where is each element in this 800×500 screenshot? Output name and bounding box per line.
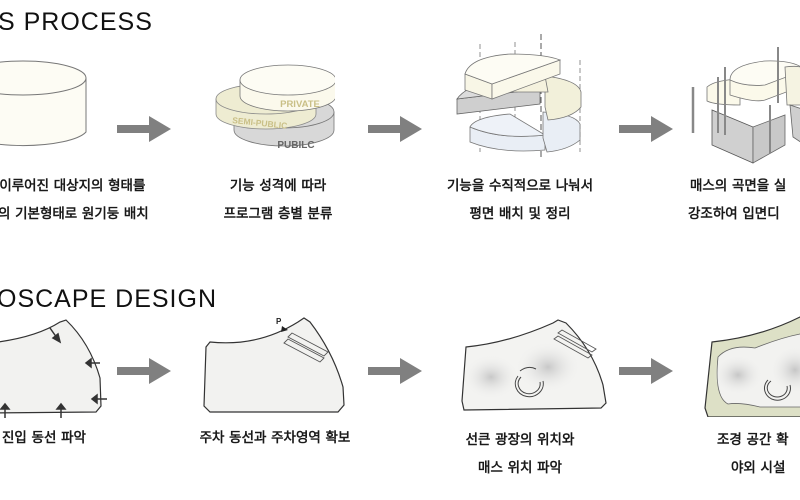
arrow-right-icon [619,358,673,384]
figure-site-landscape [704,316,800,417]
caption-line: 기능을 수직적으로 나눠서 [446,178,594,194]
section-title-landscape-design: OSCAPE DESIGN [0,285,217,313]
caption-line: 프로그램 층별 분류 [223,206,333,222]
caption-line: 의 기본형태로 원기둥 배치 [0,206,149,222]
caption-step-7: 선큰 광장의 위치와 매스 위치 파악 [440,426,600,482]
figure-stacked-discs: PUBILC SEMI-PUBLIC PRIVATE [215,64,335,151]
figure-site-entry-arrows [0,319,107,418]
caption-step-4: 매스의 곡면을 실 강조하여 입면디 [688,172,787,228]
mass-shadow [713,355,763,395]
entry-arrow-icon [49,327,62,344]
arrow-right-icon [117,116,171,142]
caption-line: 기능 성격에 따라 [229,178,327,194]
caption-line: 선큰 광장의 위치와 [465,432,575,448]
caption-line: 조경 공간 확 [717,432,789,448]
arrow-right-icon [368,116,422,142]
caption-line: 이루어진 대상지의 형태를 [0,178,146,194]
caption-line: 평면 배치 및 정리 [469,206,571,222]
mass-shadow [463,355,519,399]
mass-shadow [516,342,580,392]
label-public: PUBILC [277,140,314,151]
caption-step-2: 기능 성격에 따라 프로그램 층별 분류 [218,172,338,228]
caption-line: 매스 위치 파악 [478,460,562,476]
caption-line: 진입 동선 파악 [2,430,86,446]
section-title-mass-process: S PROCESS [0,8,153,36]
figure-single-cylinder [0,60,87,147]
caption-step-1: 이루어진 대상지의 형태를 의 기본형태로 원기둥 배치 [0,172,149,228]
cylinder-top [0,60,87,96]
mass-shadow [770,346,800,394]
entry-arrow-icon [84,357,100,369]
entry-arrow-icon [90,393,107,405]
entry-arrow-icon [0,402,11,418]
caption-step-6: 주차 동선과 주차영역 확보 [180,424,370,452]
sunken-plaza-icon [514,366,544,398]
caption-step-8: 조경 공간 확 야외 시설 [717,426,789,482]
semi-public-segment [544,75,582,121]
caption-step-5: 진입 동선 파악 [2,424,86,452]
parking-stalls [283,332,329,363]
label-private: PRIVATE [280,99,320,110]
grey-wall-right [789,104,800,143]
parking-entry-arrow-icon [281,326,288,332]
figure-split-discs [456,34,582,157]
caption-step-3: 기능을 수직적으로 나눠서 평면 배치 및 정리 [430,172,610,228]
arrow-right-icon [368,358,422,384]
parking-stalls [553,329,597,359]
site-outline [0,319,102,414]
caption-line: 야외 시설 [731,460,786,476]
caption-line: 주차 동선과 주차영역 확보 [199,430,351,446]
entry-arrow-icon [55,402,67,418]
figure-site-sunken-plaza [461,319,607,411]
arrow-right-icon [619,116,673,142]
private-half-disc-top [464,53,562,85]
caption-line: 강조하여 입면디 [688,206,780,222]
caption-line: 매스의 곡면을 실 [690,178,787,194]
mass-right-block [784,65,800,106]
arrow-right-icon [117,358,171,384]
disc-private-top [239,64,335,96]
figure-mass-with-walls [691,47,800,164]
figure-site-parking: P [203,317,345,413]
sunken-plaza-icon [764,379,791,401]
mass-top [729,60,800,86]
parking-label: P [276,317,282,326]
site-outline [203,317,345,413]
